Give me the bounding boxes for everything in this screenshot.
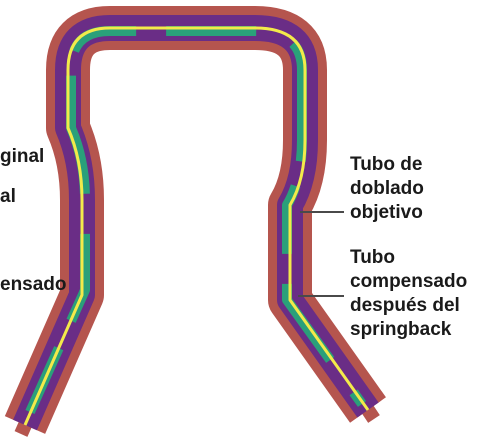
compensated-label-line3: después del: [350, 295, 460, 316]
left-label-compensated: ensado: [0, 274, 67, 295]
compensated-label-line2: compensado: [350, 271, 468, 292]
target-label-line3: objetivo: [350, 202, 423, 223]
target-tube-centerline: [23, 26, 370, 426]
left-label-middle: al: [0, 186, 16, 207]
compensated-label-line1: Tubo: [350, 247, 396, 268]
target-label-line2: doblado: [350, 178, 424, 199]
overlap-band: [25, 26, 367, 415]
left-label-original: ginal: [0, 146, 45, 167]
target-label-line1: Tubo de: [350, 154, 423, 175]
compensated-label-line4: springback: [350, 319, 452, 340]
